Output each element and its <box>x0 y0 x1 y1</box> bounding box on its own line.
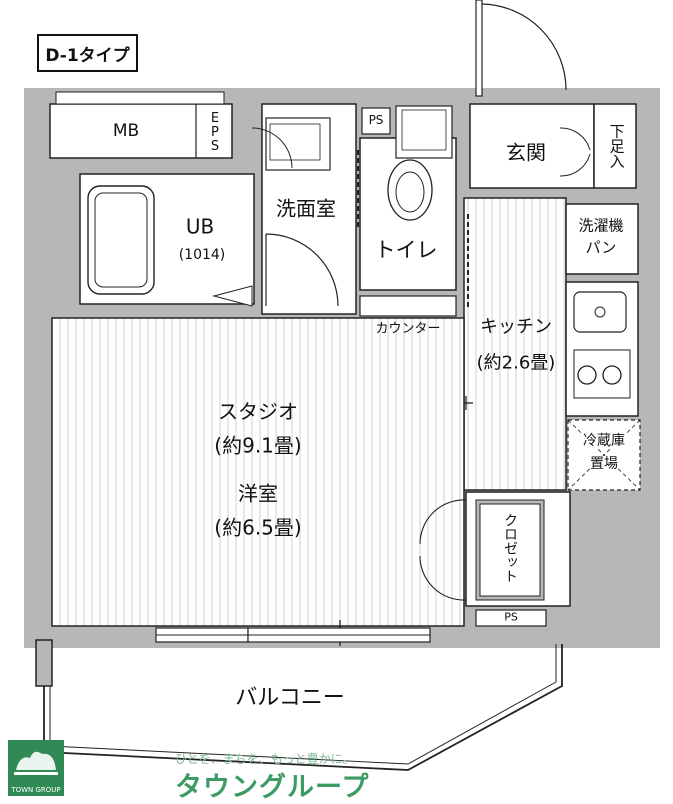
kitchen-area <box>459 197 567 491</box>
unit-bath <box>79 173 255 307</box>
genkan-label: 玄関 <box>506 140 546 165</box>
brand-slogan: ひとを、まちを、もっと豊かに。 <box>175 752 355 766</box>
type-label: D-1タイプ <box>37 34 138 72</box>
kitchen-label: キッチン <box>480 316 552 338</box>
washer-pan-box <box>565 203 639 275</box>
kitchen-counter-unit <box>565 281 639 417</box>
studio-label: スタジオ <box>218 399 298 424</box>
shoe-box-label: 下足入 <box>607 123 626 169</box>
logo-caption: TOWN GROUP <box>11 786 61 794</box>
fridge-space <box>567 419 641 491</box>
town-group-logo-icon <box>8 740 64 796</box>
ub-size-label: (1014) <box>178 246 226 263</box>
mb-label: MB <box>112 121 140 142</box>
balcony <box>43 644 563 771</box>
closet <box>419 491 571 607</box>
ps-bottom-box <box>475 609 547 627</box>
entrance <box>469 0 637 189</box>
ps-bottom-label: PS <box>504 610 518 624</box>
western-size-label: (約6.5畳) <box>214 515 302 540</box>
eps-label: EPS <box>207 111 223 153</box>
kitchen-size-label: (約2.6畳) <box>476 352 556 374</box>
balcony-windows <box>55 91 431 643</box>
closet-label: クロゼット <box>502 513 519 583</box>
washer-pan-label-1: 洗濯機 <box>578 216 624 235</box>
washroom-label: 洗面室 <box>276 196 336 221</box>
studio-size-label: (約9.1畳) <box>214 433 302 458</box>
toilet-room <box>357 105 457 291</box>
fridge-label-1: 冷蔵庫 <box>583 432 625 450</box>
toilet-label: トイレ <box>374 237 438 262</box>
ps-top-label: PS <box>368 113 384 128</box>
studio-room <box>51 317 465 646</box>
ub-label: UB <box>185 214 215 239</box>
fridge-label-2: 置場 <box>590 455 618 473</box>
brand-name: タウングループ <box>175 772 370 803</box>
washer-pan-label-2: パン <box>585 238 617 257</box>
counter-top <box>359 295 457 317</box>
mb-eps-block <box>49 103 233 159</box>
western-room-label: 洋室 <box>238 481 278 506</box>
balcony-label: バルコニー <box>235 685 345 711</box>
ps-top-box <box>361 107 391 135</box>
counter-label: カウンター <box>375 321 441 337</box>
washroom <box>251 103 357 315</box>
